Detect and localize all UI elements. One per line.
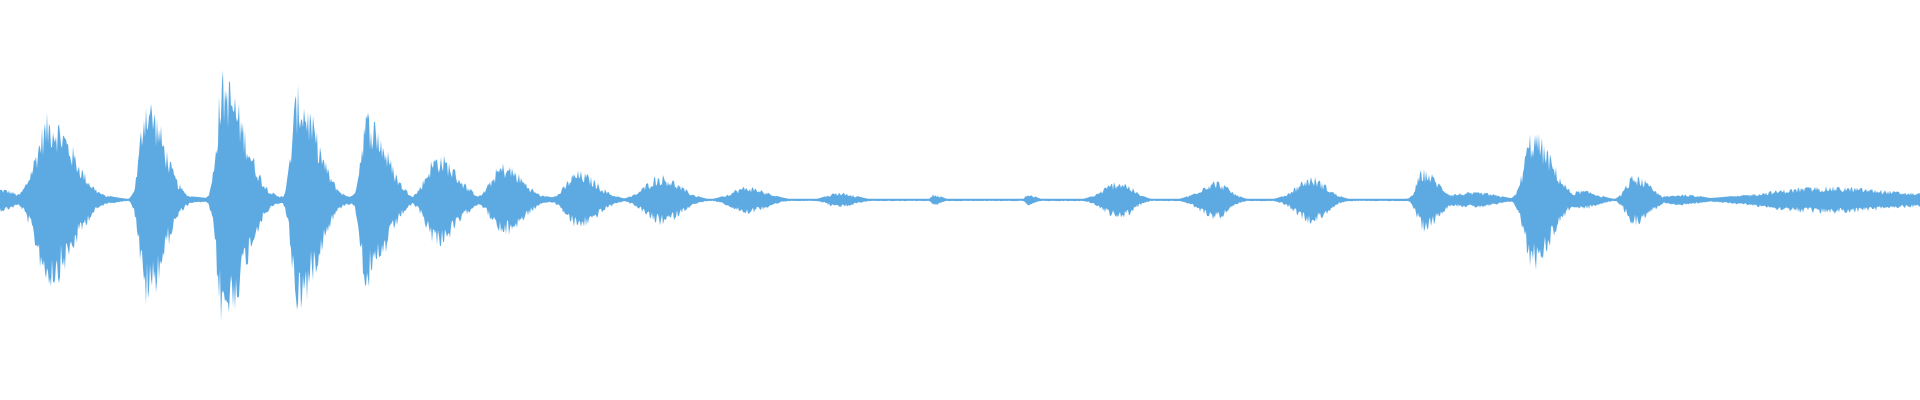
waveform-envelope (0, 70, 1920, 322)
